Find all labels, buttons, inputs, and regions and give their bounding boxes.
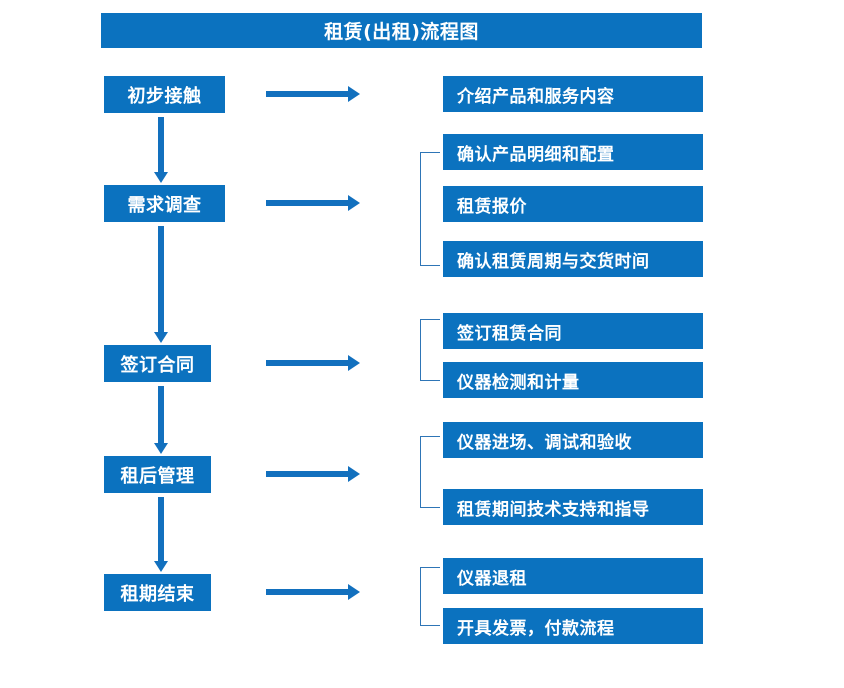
detail-box-instrument-return[interactable]: 仪器退租	[443, 558, 703, 594]
arrow-head	[154, 443, 168, 454]
arrow-head	[348, 195, 360, 211]
horizontal-arrow-stage1	[266, 84, 360, 104]
arrow-head	[154, 561, 168, 572]
arrow-head	[154, 172, 168, 183]
stage-box-sign-contract[interactable]: 签订合同	[104, 345, 211, 382]
detail-box-confirm-product-details-config[interactable]: 确认产品明细和配置	[443, 134, 703, 170]
arrow-shaft	[266, 471, 348, 477]
group-bracket-post-lease-management	[420, 436, 440, 508]
detail-box-instrument-testing-metering[interactable]: 仪器检测和计量	[443, 362, 703, 398]
group-bracket-lease-end	[420, 567, 440, 626]
vertical-arrow-stage3-to-stage4	[152, 386, 170, 454]
arrow-shaft	[158, 497, 164, 561]
arrow-head	[154, 332, 168, 343]
arrow-head	[348, 86, 360, 102]
arrow-shaft	[158, 117, 164, 172]
arrow-shaft	[266, 360, 348, 366]
arrow-shaft	[266, 91, 348, 97]
arrow-shaft	[266, 589, 348, 595]
arrow-shaft	[266, 200, 348, 206]
horizontal-arrow-stage4	[266, 464, 360, 484]
arrow-shaft	[158, 226, 164, 332]
arrow-shaft	[158, 386, 164, 443]
stage-box-post-lease-management[interactable]: 租后管理	[104, 456, 211, 493]
detail-box-confirm-lease-period-delivery[interactable]: 确认租赁周期与交货时间	[443, 241, 703, 277]
flowchart-title-banner: 租赁(出租)流程图	[101, 13, 702, 48]
detail-box-instrument-entry-debug-acceptance[interactable]: 仪器进场、调试和验收	[443, 422, 703, 458]
vertical-arrow-stage4-to-stage5	[152, 497, 170, 572]
arrow-head	[348, 584, 360, 600]
arrow-head	[348, 466, 360, 482]
detail-box-rental-quotation[interactable]: 租赁报价	[443, 186, 703, 222]
vertical-arrow-stage2-to-stage3	[152, 226, 170, 343]
horizontal-arrow-stage3	[266, 353, 360, 373]
group-bracket-sign-contract	[420, 319, 440, 381]
arrow-head	[348, 355, 360, 371]
detail-box-invoice-payment-process[interactable]: 开具发票，付款流程	[443, 608, 703, 644]
horizontal-arrow-stage5	[266, 582, 360, 602]
detail-box-introduce-products-services[interactable]: 介绍产品和服务内容	[443, 76, 703, 112]
detail-box-sign-lease-agreement[interactable]: 签订租赁合同	[443, 313, 703, 349]
stage-box-lease-end[interactable]: 租期结束	[104, 574, 211, 611]
vertical-arrow-stage1-to-stage2	[152, 117, 170, 183]
stage-box-requirement-survey[interactable]: 需求调查	[104, 185, 225, 222]
group-bracket-requirement-survey	[420, 152, 440, 266]
horizontal-arrow-stage2	[266, 193, 360, 213]
detail-box-lease-period-tech-support[interactable]: 租赁期间技术支持和指导	[443, 489, 703, 525]
stage-box-initial-contact[interactable]: 初步接触	[104, 76, 225, 113]
